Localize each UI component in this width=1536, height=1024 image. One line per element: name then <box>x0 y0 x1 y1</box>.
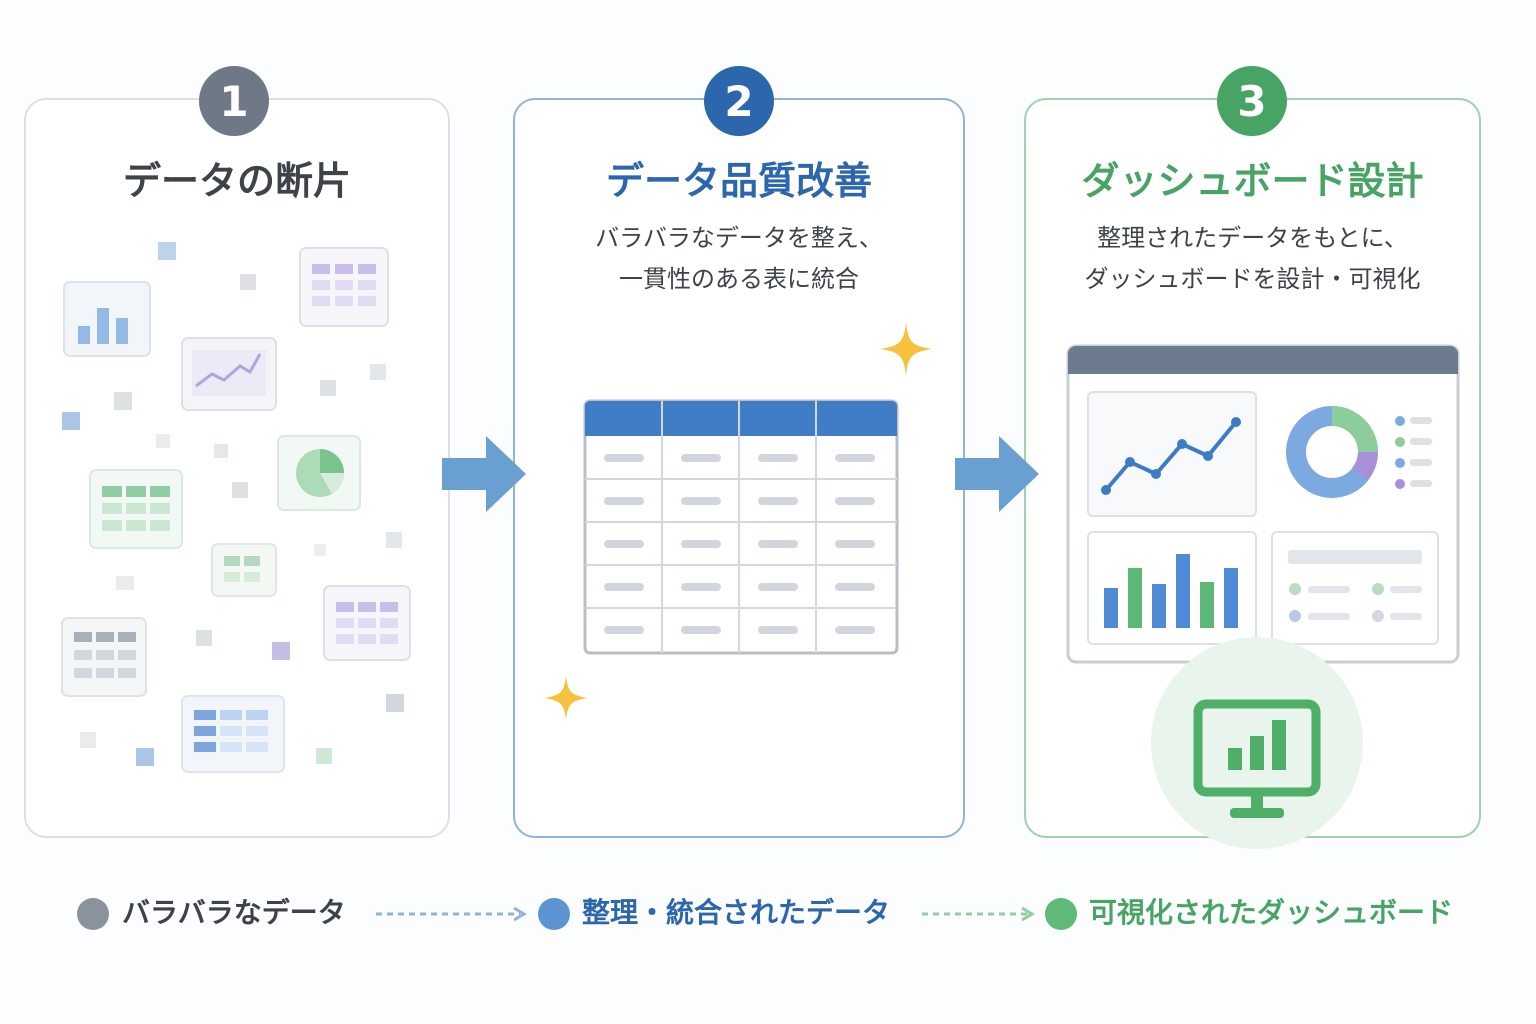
step-3-title: ダッシュボード設計 <box>1081 159 1424 203</box>
monitor-chart-icon <box>1151 637 1363 849</box>
sparkle-icon <box>880 322 932 376</box>
dashboard-icon <box>1066 344 1460 664</box>
legend-dot-integrated <box>538 898 570 930</box>
step-2-title: データ品質改善 <box>605 159 872 203</box>
legend-dot-scattered <box>77 898 109 930</box>
arrow-right-icon <box>955 436 1039 512</box>
scattered-fragments-icon <box>61 242 411 773</box>
step-3-badge: 3 <box>1217 66 1287 136</box>
step-1-badge: 1 <box>199 66 269 136</box>
legend-label-visualized: 可視化されたダッシュボード <box>1089 896 1454 929</box>
legend-dot-visualized <box>1045 898 1077 930</box>
step-3-description-line-2: ダッシュボードを設計・可視化 <box>1084 265 1421 293</box>
step-3-description: 整理されたデータをもとに、 ダッシュボードを設計・可視化 <box>1024 218 1481 300</box>
step-2-description-line-1: バラバラなデータを整え、 <box>595 224 883 252</box>
step-3-description-line-1: 整理されたデータをもとに、 <box>1097 224 1408 252</box>
dotted-arrow-icon <box>922 906 1035 922</box>
step-2-description-line-2: 一貫性のある表に統合 <box>619 265 859 293</box>
step-2-description: バラバラなデータを整え、 一貫性のある表に統合 <box>513 218 965 300</box>
dotted-arrow-icon <box>376 906 527 922</box>
legend-label-scattered: バラバラなデータ <box>122 896 346 929</box>
step-1-title: データの断片 <box>122 159 351 203</box>
legend-label-integrated: 整理・統合されたデータ <box>582 896 891 929</box>
sparkle-icon <box>545 676 587 720</box>
arrow-right-icon <box>442 436 526 512</box>
step-2-badge: 2 <box>704 66 774 136</box>
clean-table-icon <box>583 399 899 655</box>
